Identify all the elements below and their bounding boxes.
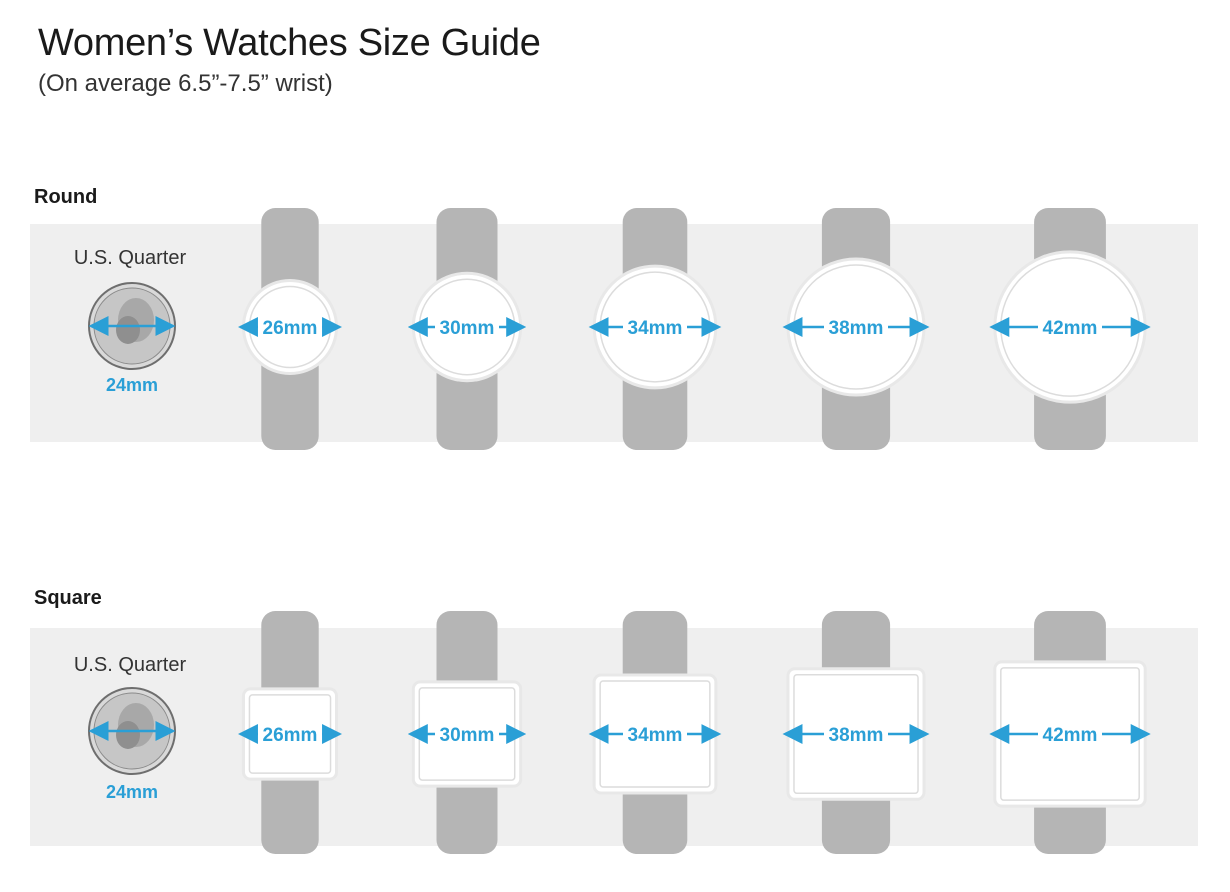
measure-label-bg <box>435 316 499 338</box>
section-round-watches: 26mm 30mm 34mm 38mm 42mm <box>88 208 1151 450</box>
watch-square-34: 34mm <box>588 611 722 854</box>
watch-size-label: 38mm <box>829 318 884 339</box>
measure-label-bg <box>1038 723 1102 745</box>
watch-square-30: 30mm <box>407 611 527 854</box>
watch-round-30: 30mm <box>407 208 527 450</box>
quarter-coin-icon <box>88 687 176 775</box>
watch-size-label: 34mm <box>628 725 683 746</box>
watch-round-26: 26mm <box>237 208 343 450</box>
measure-label-bg <box>824 723 888 745</box>
watch-size-label: 26mm <box>263 725 318 746</box>
measure-label-bg <box>435 723 499 745</box>
coin-portrait-shadow <box>116 721 140 749</box>
coin-portrait-shadow <box>116 316 140 344</box>
section-square-watches: 26mm 30mm 34mm 38mm 42mm <box>88 611 1151 854</box>
watch-square-42: 42mm <box>989 611 1151 854</box>
section-label-square: Square <box>34 587 102 609</box>
quarter-label-round: U.S. Quarter <box>73 247 187 269</box>
measure-label-bg <box>623 723 687 745</box>
measure-label-bg <box>1038 316 1102 338</box>
watch-size-label: 30mm <box>440 725 495 746</box>
watch-size-label: 26mm <box>263 318 318 339</box>
watch-round-38: 38mm <box>782 208 930 450</box>
watch-size-label: 42mm <box>1043 318 1098 339</box>
watch-size-label: 34mm <box>628 318 683 339</box>
measure-label-bg <box>258 316 322 338</box>
watch-size-label: 38mm <box>829 725 884 746</box>
quarter-label-square: U.S. Quarter <box>73 654 187 676</box>
watch-size-label: 42mm <box>1043 725 1098 746</box>
quarter-size-square: 24mm <box>105 782 159 802</box>
measure-label-bg <box>623 316 687 338</box>
watch-round-34: 34mm <box>588 208 722 450</box>
watch-size-label: 30mm <box>440 318 495 339</box>
watch-square-38: 38mm <box>782 611 930 854</box>
quarter-size-round: 24mm <box>105 375 159 395</box>
watch-round-42: 42mm <box>989 208 1151 450</box>
section-label-round: Round <box>34 186 98 208</box>
quarter-coin-icon <box>88 282 176 370</box>
page-subtitle: (On average 6.5”-7.5” wrist) <box>38 70 333 97</box>
page-title: Women’s Watches Size Guide <box>38 22 541 64</box>
measure-label-bg <box>258 723 322 745</box>
measure-label-bg <box>824 316 888 338</box>
watch-square-26: 26mm <box>237 611 343 854</box>
